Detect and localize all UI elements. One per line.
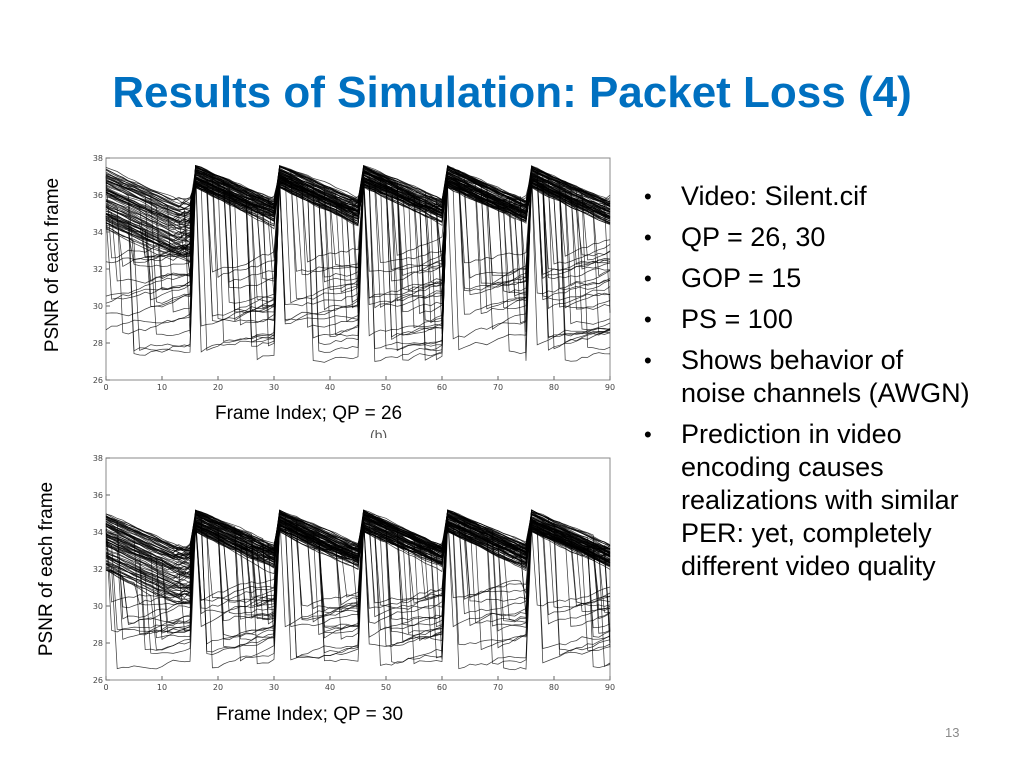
realization-line [105,169,611,317]
y-tick-label: 32 [93,565,103,574]
bullet-item: • PS = 100 [640,303,970,336]
realization-line [105,170,611,341]
x-axis-label-top: Frame Index; QP = 26 [215,403,403,424]
sub-caption: (b) [370,427,388,438]
realization-line [105,510,611,552]
x-tick-label: 70 [493,683,503,690]
x-tick-label: 20 [213,683,223,690]
realization-line [105,165,611,275]
x-tick-label: 30 [269,683,279,690]
psnr-plot-qp26: 0 10 20 30 40 50 60 70 80 90 26 28 30 32 34 36 38 [92,150,622,390]
psnr-plot-qp30: 0 10 20 30 40 50 60 70 80 90 26 28 30 32 34 36 38 [92,450,622,690]
x-axis-label-bottom: Frame Index; QP = 30 [216,704,404,725]
x-tick-label: 20 [213,383,223,390]
y-tick-label: 30 [93,302,103,311]
y-axis-label-bottom: PSNR of each frame [36,481,57,657]
x-tick-label: 50 [381,683,391,690]
y-tick-label: 36 [93,491,103,500]
y-tick-label: 34 [93,528,103,537]
series-group [105,509,611,671]
bullet-dot-icon: • [644,348,652,373]
bullet-list: • Video: Silent.cif • QP = 26, 30 • GOP = 1… [640,180,970,591]
bullet-text: GOP = 15 [681,263,802,293]
realization-line [105,510,611,660]
bullet-item: • Video: Silent.cif [640,180,970,213]
realization-line [105,514,611,662]
bullet-item: • QP = 26, 30 [640,221,970,254]
realization-line [105,511,611,654]
x-tick-label: 30 [269,383,279,390]
x-tick-label: 40 [325,383,335,390]
y-tick-label: 28 [93,339,103,348]
bullet-item: • Shows behavior of noise channels (AWGN) [640,344,970,410]
y-axis-label-top: PSNR of each frame [42,177,63,353]
realization-line [105,512,611,662]
bullet-dot-icon: • [644,184,652,209]
realization-line [105,169,611,340]
x-tick-label: 90 [605,383,615,390]
bullet-dot-icon: • [644,307,652,332]
x-tick-label: 70 [493,383,503,390]
series-group [105,164,611,363]
x-tick-label: 90 [605,683,615,690]
plot-svg: 0 10 20 30 40 50 60 70 80 90 26 28 30 32 34 36 38 [93,154,615,390]
realization-line [105,511,611,646]
bullet-dot-icon: • [644,422,652,447]
realization-line [105,165,611,304]
realization-line [105,166,611,338]
x-tick-label: 60 [437,683,447,690]
y-tick-label: 38 [93,154,103,163]
x-tick-label: 0 [103,383,108,390]
y-tick-label: 36 [93,191,103,200]
x-tick-label: 40 [325,683,335,690]
x-tick-label: 60 [437,383,447,390]
realization-line [105,165,611,361]
plot-svg: 0 10 20 30 40 50 60 70 80 90 26 28 30 32 34 36 38 [93,454,615,690]
y-tick-label: 26 [93,676,103,685]
bullet-dot-icon: • [644,266,652,291]
x-tick-label: 80 [549,383,559,390]
bullet-text: Video: Silent.cif [681,181,867,211]
y-tick-label: 32 [93,265,103,274]
bullet-item: • Prediction in video encoding causes rea… [640,418,970,583]
x-tick-label: 10 [157,383,167,390]
x-tick-label: 50 [381,383,391,390]
bullet-text: QP = 26, 30 [681,222,826,252]
y-tick-label: 34 [93,228,103,237]
bullet-dot-icon: • [644,225,652,250]
y-tick-label: 28 [93,639,103,648]
page-number: 13 [945,725,960,740]
x-tick-label: 80 [549,683,559,690]
x-tick-label: 10 [157,683,167,690]
bullet-text: Prediction in video encoding causes real… [681,419,959,581]
y-tick-label: 26 [93,376,103,385]
y-tick-label: 30 [93,602,103,611]
bullet-item: • GOP = 15 [640,262,970,295]
x-tick-label: 0 [103,683,108,690]
bullet-text: Shows behavior of noise channels (AWGN) [681,345,970,408]
bullet-text: PS = 100 [681,304,793,334]
y-tick-label: 38 [93,454,103,463]
slide-title: Results of Simulation: Packet Loss (4) [112,68,912,117]
realization-line [105,173,611,317]
realization-line [105,165,611,351]
